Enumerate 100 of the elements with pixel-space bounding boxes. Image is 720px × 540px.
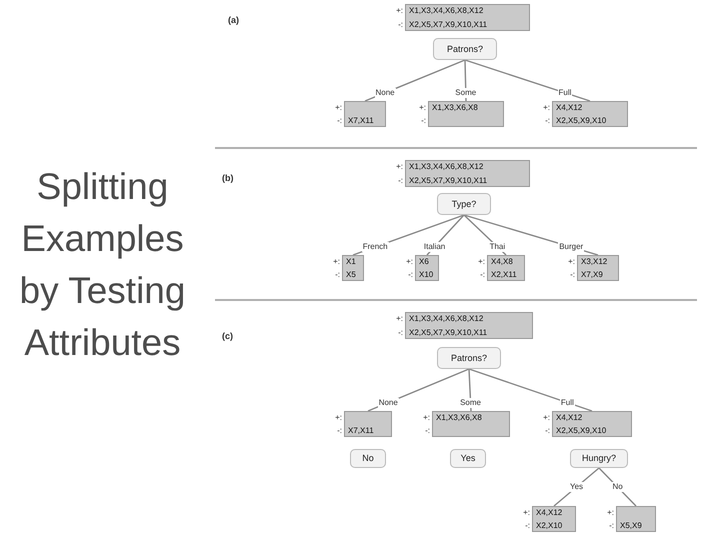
branch-value-label: Full <box>560 398 575 408</box>
attribute-name: Patrons? <box>446 44 484 54</box>
branch-value-label: Burger <box>558 242 584 252</box>
class-sign: -: <box>545 115 550 126</box>
example-set-box <box>552 411 632 437</box>
branch-line <box>426 214 465 256</box>
example-list: X2,X5,X9,X10 <box>556 425 606 436</box>
attribute-name: Type? <box>452 198 476 210</box>
branch-line <box>464 60 467 102</box>
class-sign: +: <box>406 256 413 267</box>
example-list: X4,X12 <box>536 507 562 518</box>
example-set-box <box>405 4 530 31</box>
branch-value-label: Some <box>459 398 482 408</box>
panel-letter: (b) <box>222 173 234 183</box>
branch-value-label: No <box>612 482 624 492</box>
class-sign: +: <box>419 102 426 113</box>
example-set-box <box>344 101 386 127</box>
branch-line <box>464 59 590 102</box>
example-list: X5,X9 <box>620 520 642 531</box>
class-sign: +: <box>396 161 403 172</box>
class-sign: -: <box>425 425 430 436</box>
branch-value-label: Some <box>454 88 478 98</box>
class-leaf-box <box>350 449 386 468</box>
class-sign: -: <box>408 269 413 280</box>
example-list: X7,X9 <box>581 269 603 280</box>
example-list: X6 <box>419 256 429 267</box>
class-sign: -: <box>398 18 403 30</box>
slide-title: Splitting Examples by Testing Attributes <box>18 165 186 365</box>
branch-value-label: None <box>378 398 399 408</box>
example-set-box <box>432 411 510 437</box>
example-set-box <box>344 411 392 437</box>
branch-value-label: Thai <box>488 242 506 252</box>
example-list: X2,X5,X7,X9,X10,X11 <box>409 18 488 30</box>
example-list: X1,X3,X4,X6,X8,X12 <box>409 161 484 172</box>
attribute-test-box <box>433 38 497 60</box>
example-list: X1,X3,X4,X6,X8,X12 <box>409 5 484 16</box>
example-list: X1 <box>346 256 356 267</box>
branch-value-label: None <box>374 88 396 98</box>
example-list: X2,X5,X7,X9,X10,X11 <box>409 326 488 338</box>
branch-line <box>468 368 592 412</box>
class-sign: -: <box>609 520 614 531</box>
branch-value-label: Yes <box>569 482 584 492</box>
attribute-test-box <box>437 347 501 369</box>
example-set-box <box>405 312 533 339</box>
example-list: X2,X10 <box>536 520 562 531</box>
class-sign: -: <box>398 174 403 186</box>
class-sign: -: <box>337 425 342 436</box>
class-sign: -: <box>525 520 530 531</box>
class-sign: +: <box>396 313 403 324</box>
example-set-box <box>342 255 364 281</box>
class-sign: -: <box>337 115 342 126</box>
example-list: X2,X5,X9,X10 <box>556 115 606 126</box>
class-label: No <box>362 453 374 464</box>
example-list: X2,X11 <box>491 269 517 280</box>
class-sign: +: <box>568 256 575 267</box>
class-sign: +: <box>333 256 340 267</box>
branch-line <box>468 368 472 412</box>
class-sign: +: <box>335 102 342 113</box>
class-sign: +: <box>543 412 550 423</box>
class-sign: -: <box>480 269 485 280</box>
example-set-box <box>405 160 530 187</box>
class-sign: +: <box>607 507 614 518</box>
class-sign: +: <box>543 102 550 113</box>
example-set-box <box>428 101 504 127</box>
class-sign: -: <box>421 115 426 126</box>
example-list: X5 <box>346 269 356 280</box>
class-label: Yes <box>460 453 476 464</box>
attribute-name: Hungry? <box>582 453 616 464</box>
example-list: X4,X12 <box>556 102 582 113</box>
attribute-test-box <box>570 449 628 468</box>
branch-value-label: French <box>362 242 389 252</box>
branch-line <box>368 368 470 412</box>
class-sign: +: <box>396 5 403 16</box>
class-sign: -: <box>335 269 340 280</box>
example-list: X1,X3,X6,X8 <box>436 412 482 423</box>
example-list: X7,X11 <box>348 115 374 126</box>
branch-line <box>364 59 466 102</box>
panel-letter: (c) <box>222 331 233 341</box>
branch-line <box>554 467 600 507</box>
class-sign: -: <box>570 269 575 280</box>
class-sign: -: <box>545 425 550 436</box>
class-sign: +: <box>335 412 342 423</box>
class-sign: -: <box>398 326 403 338</box>
panel-letter: (a) <box>228 15 239 25</box>
example-set-box <box>415 255 439 281</box>
example-set-box <box>616 506 656 532</box>
class-leaf-box <box>450 449 486 468</box>
class-sign: +: <box>423 412 430 423</box>
attribute-name: Patrons? <box>450 352 488 364</box>
branch-value-label: Italian <box>422 242 446 252</box>
example-list: X1,X3,X6,X8 <box>432 102 478 113</box>
class-sign: +: <box>523 507 530 518</box>
branch-value-label: Full <box>558 88 572 98</box>
example-set-box <box>487 255 525 281</box>
example-list: X2,X5,X7,X9,X10,X11 <box>409 174 488 186</box>
example-list: X4,X12 <box>556 412 582 423</box>
example-list: X3,X12 <box>581 256 608 267</box>
example-set-box <box>577 255 619 281</box>
example-set-box <box>532 506 576 532</box>
example-list: X1,X3,X4,X6,X8,X12 <box>409 313 484 324</box>
